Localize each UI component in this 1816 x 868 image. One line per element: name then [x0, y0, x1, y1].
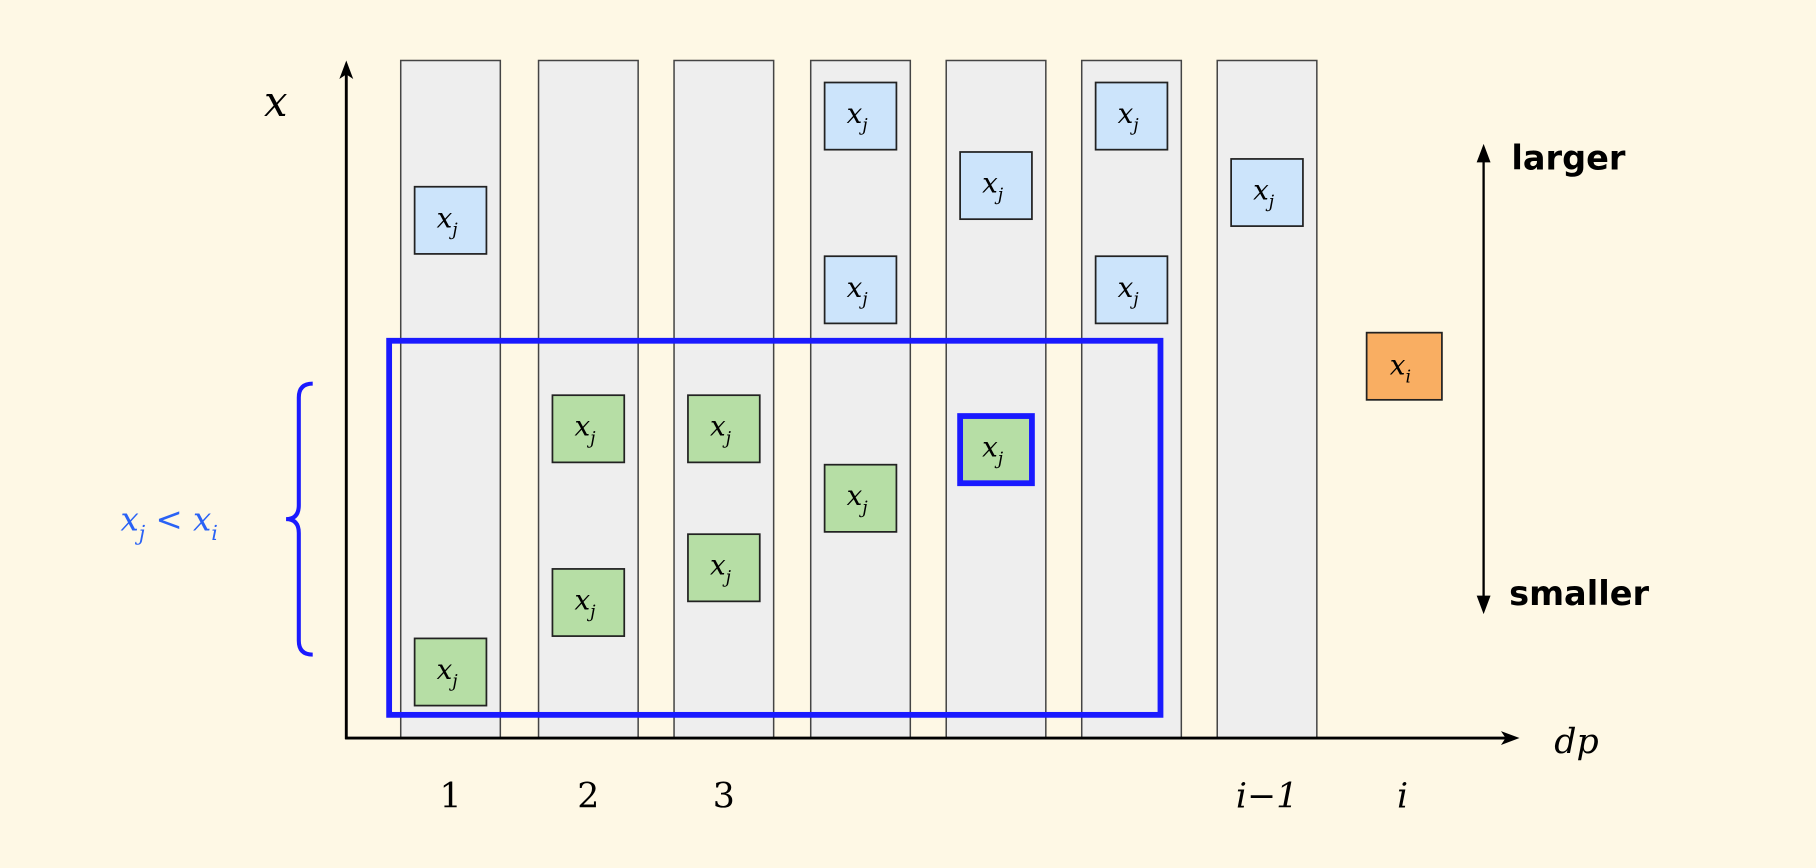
xj-cell-label: xj [574, 410, 596, 449]
xj-cell-smaller: xj [551, 394, 626, 464]
xj-cell-box [957, 413, 1035, 487]
xj-cell-box [823, 463, 898, 533]
xj-cell-label: xj [574, 583, 596, 622]
xj-cell-box [959, 151, 1033, 221]
target-cell-label: xi [1390, 348, 1411, 387]
xj-cell-label: xj [1253, 173, 1275, 212]
xj-cell-label: xj [982, 431, 1004, 470]
xj-cell-box [1094, 81, 1169, 151]
legend-larger: larger [1511, 138, 1626, 177]
dp-column: xj xj [1080, 59, 1183, 739]
dp-column: xj xj xj [809, 59, 912, 739]
column-background [809, 59, 912, 739]
legend-smaller: smaller [1509, 574, 1649, 613]
xj-cell-smaller: xj [957, 413, 1035, 487]
dp-column: xj xj [945, 59, 1047, 739]
dp-columns: xj xj xj xj xj xj xj xj xj xj xj xj xj xj [399, 59, 1318, 739]
xj-cell-label: xj [847, 271, 869, 310]
xj-cell-smaller: xj [823, 463, 898, 533]
xj-cell-smaller: xj [413, 637, 488, 707]
xj-cell-larger: xj [959, 151, 1033, 221]
target-cell-box [1365, 331, 1443, 401]
xj-cell-larger: xj [1094, 81, 1169, 151]
xj-cell-box [551, 394, 626, 464]
target-cell: xi [1365, 331, 1443, 401]
dp-column: xj xj [673, 59, 775, 739]
brace-label: xj < xi [120, 501, 217, 545]
tick-label: 3 [713, 777, 735, 817]
xj-cell-label: xj [710, 410, 732, 449]
xj-cell-label: xj [847, 479, 869, 518]
xj-cell-label: xj [710, 549, 732, 588]
xj-cell-smaller: xj [687, 394, 761, 464]
axes [344, 72, 1506, 740]
tick-label: i−1 [1236, 777, 1298, 817]
xj-cell-larger: xj [1094, 255, 1169, 325]
xj-cell-label: xj [437, 653, 459, 692]
xj-cell-label: xj [437, 201, 459, 240]
dp-column: xj [1216, 59, 1318, 739]
xj-cell-larger: xj [823, 81, 898, 151]
tick-label: i [1397, 777, 1408, 817]
xj-cell-box [823, 255, 898, 325]
x-axis-arrow-icon [1500, 731, 1520, 745]
xj-cell-smaller: xj [687, 533, 761, 603]
xj-cell-larger: xj [823, 255, 898, 325]
tick-label: 2 [577, 777, 599, 817]
xj-cell-box [413, 637, 488, 707]
xj-cell-box [413, 185, 488, 255]
xj-cell-box [687, 394, 761, 464]
dp-column: xj xj [399, 59, 502, 739]
xj-cell-box [823, 81, 898, 151]
xj-cell-larger: xj [1230, 158, 1304, 227]
xj-cell-smaller: xj [551, 568, 626, 637]
column-background [1080, 59, 1183, 739]
xj-cell-box [687, 533, 761, 603]
xj-cell-label: xj [847, 97, 869, 136]
smaller-region-highlight [386, 337, 1164, 718]
xj-cell-box [1230, 158, 1304, 227]
arrow-down-icon [1476, 595, 1491, 615]
dp-column: xj xj [537, 59, 639, 739]
xj-cell-box [1094, 255, 1169, 325]
xj-cell-box [551, 568, 626, 637]
column-background [399, 59, 502, 739]
y-axis-arrow-icon [339, 60, 354, 80]
arrow-up-icon [1476, 143, 1491, 163]
xj-cell-label: xj [1118, 97, 1140, 136]
xj-cell-label: xj [982, 167, 1004, 206]
tick-labels: 1 2 3 i−1 i [439, 777, 1408, 817]
tick-label: 1 [439, 777, 461, 817]
y-axis-label: x [264, 77, 288, 126]
xj-cell-label: xj [1118, 271, 1140, 310]
x-axis-label: dp [1554, 722, 1598, 762]
xj-cell-larger: xj [413, 185, 488, 255]
